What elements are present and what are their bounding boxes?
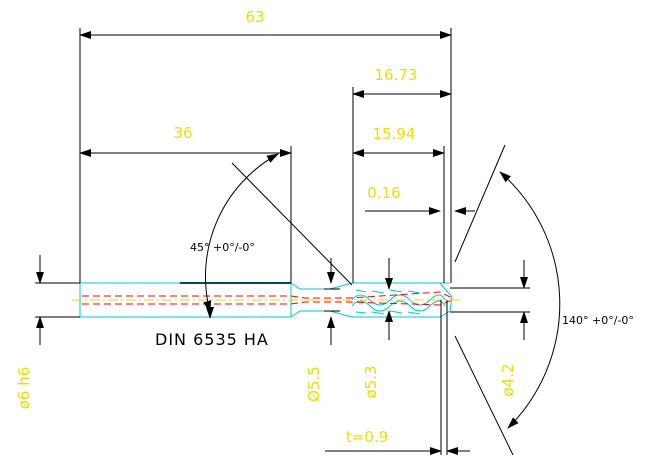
dim-36: 36 bbox=[79, 124, 292, 283]
angle-140-label: 140° +0°/-0° bbox=[562, 314, 634, 327]
dia-4-2-label: ø4.2 bbox=[499, 363, 517, 396]
angle-45-label: 45° +0°/-0° bbox=[190, 241, 255, 254]
dim-5-5: Ø5.5 bbox=[305, 258, 340, 402]
dim-angle-45: 45° +0°/-0° bbox=[190, 153, 353, 313]
dim-0-16: 0.16 bbox=[365, 184, 475, 215]
dia-shank-label: ø6 h6 bbox=[15, 367, 33, 410]
dim-16-73-label: 16.73 bbox=[375, 66, 418, 84]
dim-0-16-label: 0.16 bbox=[367, 184, 400, 202]
dim-15-94: 15.94 bbox=[352, 125, 445, 283]
dim-36-label: 36 bbox=[173, 124, 192, 142]
dim-overall-length: 63 bbox=[79, 8, 452, 283]
dim-angle-140: 140° +0°/-0° bbox=[454, 144, 634, 456]
dim-16-73: 16.73 bbox=[352, 66, 452, 283]
dia-5-3-label: ø5.3 bbox=[362, 365, 380, 398]
dim-5-3: ø5.3 bbox=[362, 258, 393, 399]
standard-label: DIN 6535 HA bbox=[155, 330, 269, 349]
dia-5-5-label: Ø5.5 bbox=[305, 366, 323, 402]
dim-63-label: 63 bbox=[245, 8, 264, 26]
t-label: t=0.9 bbox=[346, 428, 388, 446]
dim-shank-diameter: ø6 h6 bbox=[15, 255, 80, 409]
dim-4-2: ø4.2 bbox=[450, 260, 530, 397]
dim-t: t=0.9 bbox=[325, 300, 470, 455]
coolant-channel bbox=[82, 291, 453, 306]
dim-15-94-label: 15.94 bbox=[373, 125, 416, 143]
